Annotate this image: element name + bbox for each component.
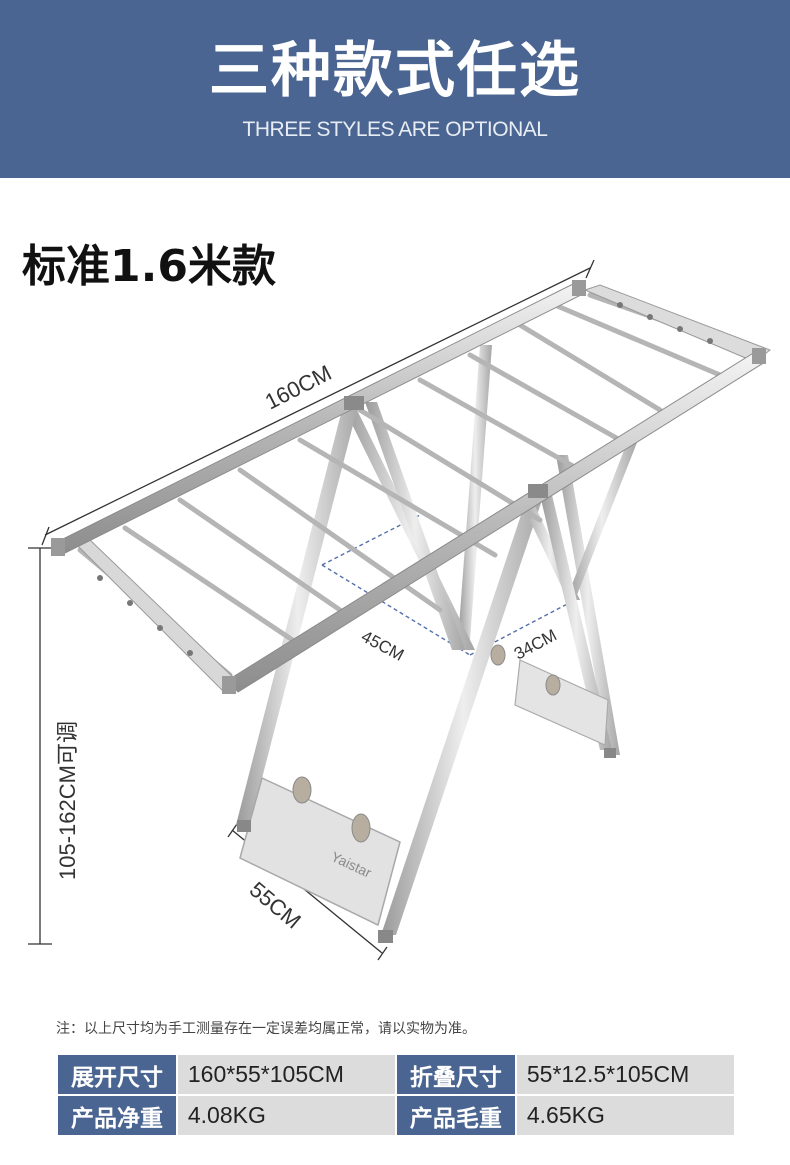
spec-value-folded: 55*12.5*105CM — [514, 1053, 737, 1096]
model-title: 标准1.6米款 — [22, 241, 276, 292]
front-legs — [236, 398, 612, 935]
spec-value-unfolded: 160*55*105CM — [175, 1053, 397, 1096]
spec-value-net-weight: 4.08KG — [175, 1094, 397, 1137]
base-panel: Yaistar — [237, 644, 616, 943]
spec-label-folded: 折叠尺寸 — [394, 1053, 517, 1096]
drying-rack-illustration: Yaistar — [28, 259, 771, 961]
measurement-note: 注：以上尺寸均为手工测量存在一定误差均属正常，请以实物为准。 — [56, 1021, 476, 1037]
spec-value-gross-weight: 4.65KG — [514, 1094, 737, 1137]
inner-width-dimension: 34CM — [511, 625, 560, 663]
banner-subtitle: THREE STYLES ARE OPTIONAL — [242, 118, 548, 141]
spec-row: 产品净重 4.08KG 产品毛重 4.65KG — [56, 1094, 737, 1137]
spec-table: 展开尺寸 160*55*105CM 折叠尺寸 55*12.5*105CM 产品净… — [56, 1053, 737, 1137]
spec-label-unfolded: 展开尺寸 — [56, 1053, 178, 1096]
spec-label-gross-weight: 产品毛重 — [394, 1094, 517, 1137]
spec-label-net-weight: 产品净重 — [56, 1094, 178, 1137]
banner-title: 三种款式任选 — [209, 36, 581, 106]
header-banner: 三种款式任选 THREE STYLES ARE OPTIONAL — [0, 0, 790, 178]
height-dimension: 105-162CM可调 — [55, 721, 80, 880]
length-dimension: 160CM — [261, 360, 336, 414]
top-rails — [51, 280, 766, 694]
spec-row: 展开尺寸 160*55*105CM 折叠尺寸 55*12.5*105CM — [56, 1053, 737, 1096]
inner-depth-dimension: 45CM — [358, 627, 407, 665]
